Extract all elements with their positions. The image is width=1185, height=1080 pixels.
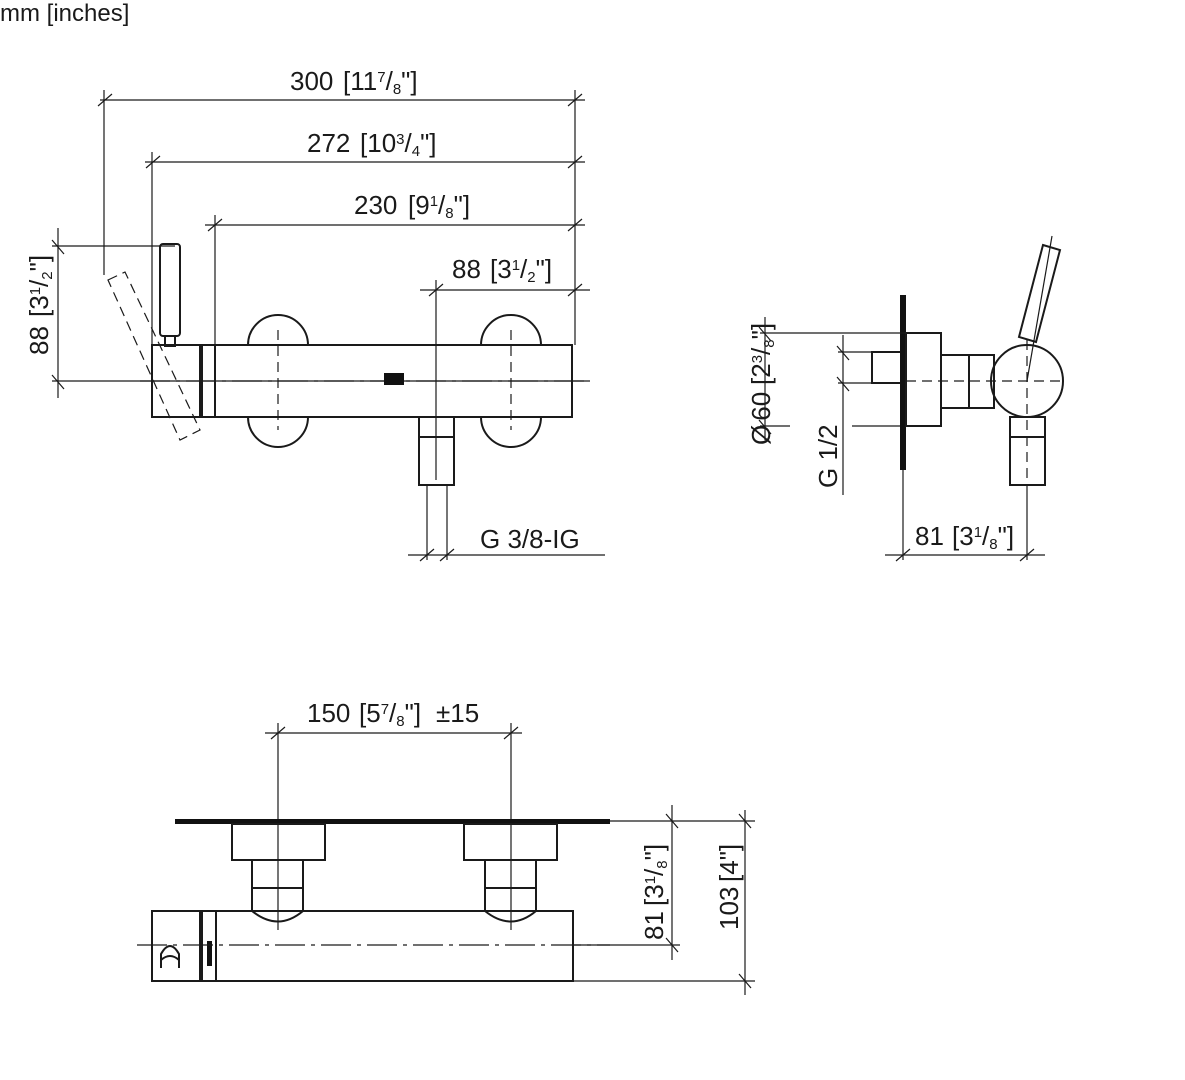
front-view: 300 [117/8"] 272 [103/4"] 230 [91/8"] 88… — [24, 66, 605, 562]
dim-overall-mm: 300 — [290, 66, 333, 96]
dim-to-lever-in: [103/4"] — [360, 128, 437, 160]
dim-overall-in: [117/8"] — [343, 66, 418, 98]
dim-to-lever-mm: 272 — [307, 128, 350, 158]
dim-body-projection-in: [31/8"] — [639, 844, 671, 906]
dim-centers-mm: 150 — [307, 698, 350, 728]
units-label: mm [inches] — [0, 0, 130, 27]
dim-body-projection-mm: 81 — [639, 911, 669, 940]
dim-to-body-in: [91/8"] — [408, 190, 470, 222]
dim-total-projection-mm: 103 — [714, 887, 744, 930]
top-view: 150 [57/8"] ±15 81 [31/8"] 103 [4"] — [137, 698, 755, 995]
dim-centers-in: [57/8"] — [359, 698, 421, 730]
dim-flange-diameter-in: [23/8"] — [746, 323, 778, 385]
inlet-thread-label: G 1/2 — [813, 424, 843, 488]
dim-centers-tolerance: ±15 — [436, 698, 479, 728]
dim-flange-diameter-mm: Ø60 — [746, 392, 776, 445]
outlet-thread-label: G 3/8-IG — [480, 524, 580, 554]
dim-outlet-offset-mm: 88 — [452, 254, 481, 284]
dim-depth-mm: 81 — [915, 521, 944, 551]
dim-lever-height-in: [31/2"] — [24, 255, 56, 317]
dim-outlet-offset-in: [31/2"] — [490, 254, 552, 286]
dim-to-body-mm: 230 — [354, 190, 397, 220]
dim-depth-in: [31/8"] — [952, 521, 1014, 553]
side-view: Ø60 [23/8"] G 1/2 81 [31/8"] — [746, 235, 1065, 562]
dim-lever-height-mm: 88 — [24, 326, 54, 355]
dim-total-projection-in: [4"] — [714, 844, 744, 882]
